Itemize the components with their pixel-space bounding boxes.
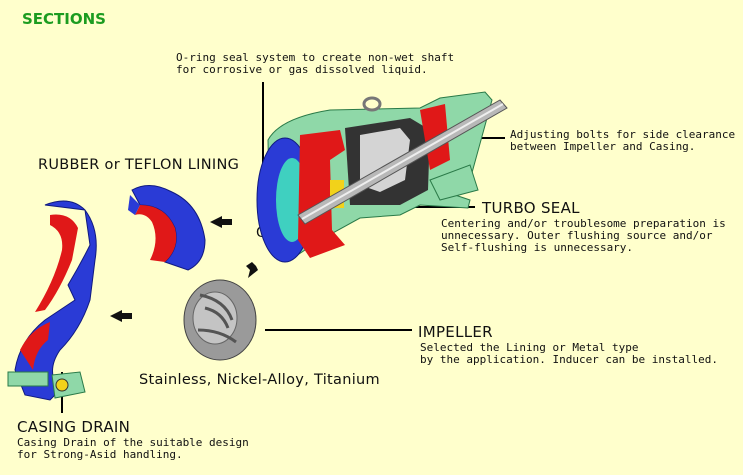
arrow-left-icon	[210, 216, 232, 228]
materials-heading: Stainless, Nickel-Alloy, Titanium	[139, 372, 380, 388]
impeller-heading: IMPELLER	[418, 323, 493, 341]
oring-desc-line2: for corrosive or gas dissolved liquid.	[176, 63, 428, 76]
casing-drain-desc-line2: for Strong-Asid handling.	[17, 448, 183, 461]
impeller-desc-line2: by the application. Inducer can be insta…	[420, 353, 719, 366]
adjusting-desc-line1: Adjusting bolts for side clearance	[510, 128, 736, 141]
turbo-seal-desc-line2: unnecessary. Outer flushing source and/o…	[441, 229, 713, 242]
rubber-lining-heading: RUBBER or TEFLON LINING	[38, 157, 240, 173]
pump-assembly	[256, 91, 508, 263]
turbo-seal-heading: TURBO SEAL	[482, 199, 580, 217]
casing-drain-heading: CASING DRAIN	[17, 418, 131, 436]
turbo-seal-desc-line1: Centering and/or troublesome preparation…	[441, 217, 726, 230]
casing-drain-desc-line1: Casing Drain of the suitable design	[17, 436, 249, 449]
adjusting-desc-line2: between Impeller and Casing.	[510, 140, 696, 153]
lining-part	[128, 185, 206, 271]
turbo-seal-desc-line3: Self-flushing is unnecessary.	[441, 241, 634, 254]
page-title: SECTIONS	[22, 10, 106, 28]
impeller-desc-line1: Selected the Lining or Metal type	[420, 341, 639, 354]
impeller-part	[183, 279, 257, 361]
arrow-left-icon	[110, 310, 132, 322]
oring-desc-line1: O-ring seal system to create non-wet sha…	[176, 51, 455, 64]
arrow-down-left-icon	[246, 262, 258, 278]
casing-part	[7, 200, 97, 401]
